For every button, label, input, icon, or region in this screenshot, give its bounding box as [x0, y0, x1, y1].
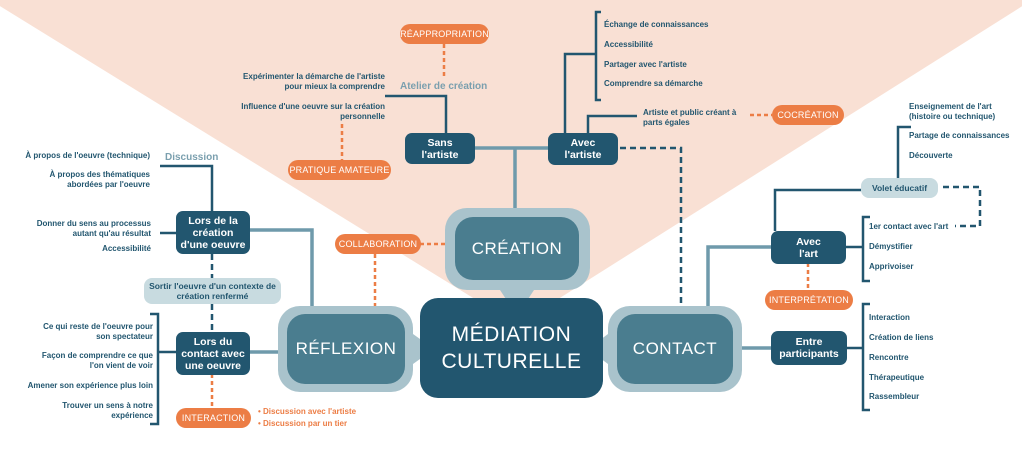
- creation-node[interactable]: CRÉATION: [455, 217, 579, 280]
- interaction-pill: INTERACTION: [176, 408, 251, 428]
- entre-participants-node[interactable]: Entre participants: [771, 331, 847, 365]
- bullet-icon: •: [258, 407, 264, 416]
- mediation-culturelle-node[interactable]: MÉDIATION CULTURELLE: [420, 298, 603, 398]
- avec-artiste-item: Accessibilité: [604, 40, 653, 49]
- dashed-avec-artiste-contact: [620, 146, 683, 314]
- entre-item: Rencontre: [869, 353, 909, 362]
- avec-artiste-item: Échange de connaissances: [604, 20, 709, 29]
- bullet-icon: •: [258, 419, 264, 428]
- lors-creation-node[interactable]: Lors de la création d'une oeuvre: [176, 211, 250, 254]
- interpretation-pill: INTERPRÉTATION: [765, 290, 853, 310]
- sans-artiste-node[interactable]: Sans l'artiste: [405, 133, 475, 164]
- collaboration-pill: COLLABORATION: [335, 234, 421, 254]
- entre-item: Interaction: [869, 313, 910, 322]
- connector-lors-creation-top: [160, 164, 214, 212]
- reflexion-contact-item: Amener son expérience plus loin: [27, 381, 153, 390]
- reflexion-creation-item: Accessibilité: [102, 244, 151, 253]
- entre-item: Thérapeutique: [869, 373, 925, 382]
- reflexion-node[interactable]: RÉFLEXION: [287, 314, 405, 384]
- bracket-lors-contact: [150, 312, 176, 426]
- discussion-label: Discussion: [165, 152, 219, 163]
- bracket-entre: [846, 302, 870, 412]
- avec-art-item: Apprivoiser: [869, 262, 914, 271]
- volet-item: Découverte: [909, 151, 953, 160]
- volet-item: Enseignement de l'art (histoire ou techn…: [909, 102, 996, 121]
- cocreation-pill: COCRÉATION: [772, 105, 844, 125]
- interaction-bullet: • Discussion par un tier: [258, 419, 348, 428]
- entre-item: Rassembleur: [869, 392, 920, 401]
- avec-art-item: 1er contact avec l'art: [869, 222, 949, 231]
- connector-avec-artiste-equal: [586, 114, 637, 133]
- reflexion-contact-item: Ce qui reste de l'oeuvre pour son specta…: [43, 322, 153, 341]
- avec-artiste-node[interactable]: Avec l'artiste: [548, 133, 618, 165]
- interaction-bullet: • Discussion avec l'artiste: [258, 407, 357, 416]
- creation-zone-background: [0, 0, 1022, 325]
- sans-artiste-item: Influence d'une oeuvre sur la création p…: [241, 102, 385, 121]
- bracket-avec-art: [846, 215, 870, 283]
- avec-artiste-item: Comprendre sa démarche: [604, 79, 703, 88]
- connector-reflexion-creation-node: [248, 228, 314, 314]
- avec-artiste-equal: Artiste et public créant à parts égales: [643, 108, 737, 127]
- connector-avec-artiste-list: [563, 10, 601, 133]
- atelier-label: Atelier de création: [400, 81, 488, 92]
- connector-sans-artiste: [385, 94, 448, 133]
- connector-volet: [773, 125, 911, 231]
- avec-artiste-item: Partager avec l'artiste: [604, 60, 687, 69]
- connector-creation-branches: [475, 146, 548, 218]
- volet-educatif-box: Volet éducatif: [861, 178, 938, 198]
- dashed-volet-contact: [943, 185, 982, 228]
- volet-item: Partage de connaissances: [909, 131, 1010, 140]
- reflexion-creation-item: Donner du sens au processus autant qu'au…: [36, 219, 151, 238]
- reflexion-contact-item: Trouver un sens à notre expérience: [62, 401, 153, 420]
- contact-node[interactable]: CONTACT: [617, 314, 733, 384]
- reflexion-creation-item: À propos de l'oeuvre (technique): [25, 151, 150, 160]
- pratique-amateure-pill: PRATIQUE AMATEURE: [288, 160, 391, 180]
- reflexion-contact-item: Façon de comprendre ce que l'on vient de…: [41, 351, 153, 370]
- reflexion-creation-item: À propos des thématiques abordées par l'…: [49, 170, 150, 189]
- lors-contact-node[interactable]: Lors du contact avec une oeuvre: [176, 332, 250, 375]
- reappropriation-pill: RÉAPPROPRIATION: [400, 24, 489, 44]
- connector-contact-avec-art: [706, 245, 771, 314]
- sortir-oeuvre-box: Sortir l'oeuvre d'un contexte de créatio…: [144, 278, 281, 304]
- entre-item: Création de liens: [869, 333, 934, 342]
- sans-artiste-item: Expérimenter la démarche de l'artiste po…: [243, 72, 385, 91]
- avec-art-item: Démystifier: [869, 242, 913, 251]
- avec-art-node[interactable]: Avec l'art: [771, 231, 846, 264]
